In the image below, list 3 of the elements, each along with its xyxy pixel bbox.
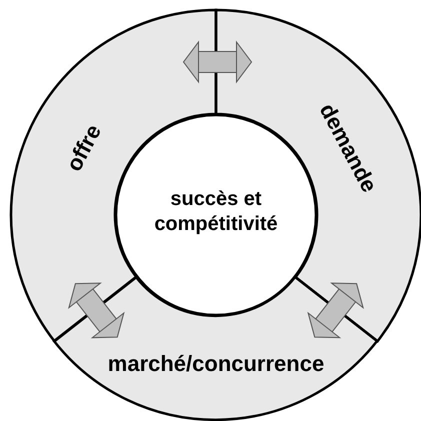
- center-label: succès et compétitivité: [153, 187, 279, 237]
- segment-label: offre: [61, 120, 108, 176]
- segment-label: marché/concurrence: [108, 350, 324, 377]
